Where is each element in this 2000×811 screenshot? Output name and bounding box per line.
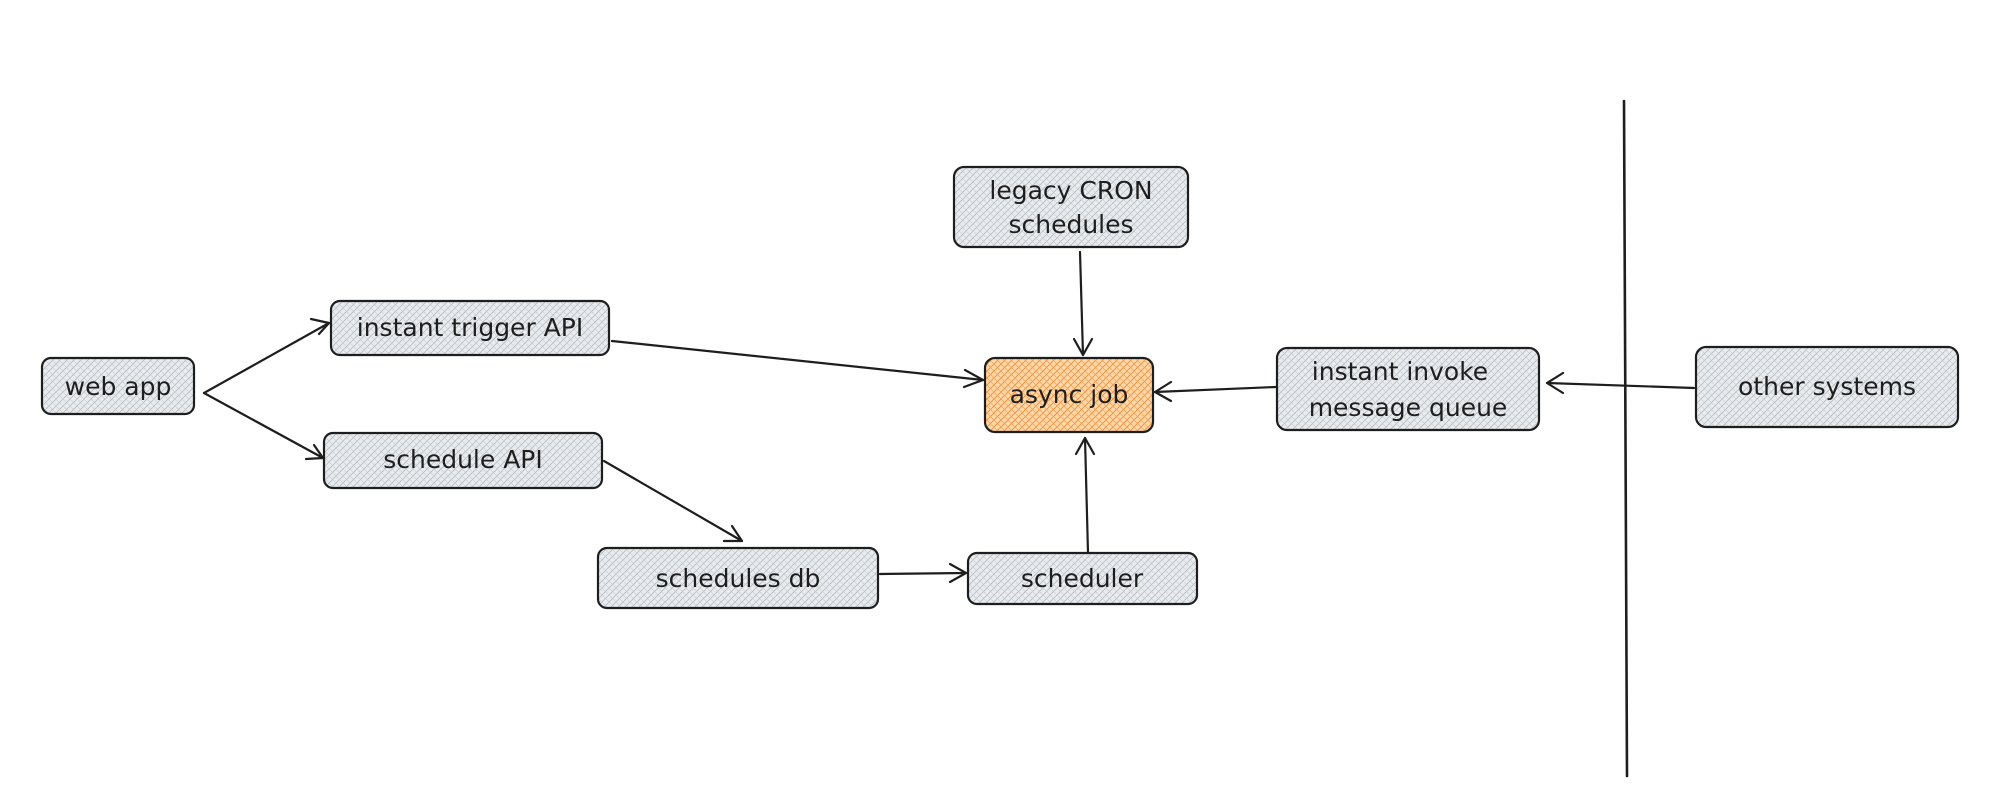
node-legacy-cron-schedules[interactable]: legacy CRON schedules (952, 165, 1190, 249)
edge-instant-invoke-queue-to-async-job (1153, 380, 1278, 403)
edge-schedule-api-to-schedules-db (602, 459, 744, 543)
node-scheduler-label: scheduler (1021, 564, 1144, 593)
edge-scheduler-to-async-job (1074, 436, 1096, 555)
node-async-job-label: async job (1010, 380, 1129, 409)
node-web-app[interactable]: web app (40, 356, 196, 416)
node-web-app-label: web app (65, 372, 172, 401)
edges (202, 250, 1696, 584)
node-instant-invoke-label-line1: instant invoke (1312, 357, 1488, 386)
node-async-job[interactable]: async job (983, 356, 1155, 434)
node-schedules-db[interactable]: schedules db (596, 546, 880, 610)
node-schedules-db-label: schedules db (656, 564, 821, 593)
node-scheduler[interactable]: scheduler (966, 551, 1199, 606)
edge-legacy-cron-to-async-job (1072, 250, 1094, 357)
edge-instant-trigger-api-to-async-job (610, 339, 985, 389)
edge-web-app-to-schedule-api (202, 391, 325, 461)
node-instant-invoke-label-line2: message queue (1309, 393, 1508, 422)
node-legacy-cron-label-line2: schedules (1008, 210, 1133, 239)
edge-schedules-db-to-scheduler (878, 562, 968, 584)
node-schedule-api[interactable]: schedule API (322, 431, 604, 490)
node-other-systems[interactable]: other systems (1694, 345, 1960, 429)
edge-web-app-to-instant-trigger-api (202, 317, 331, 395)
node-other-systems-label: other systems (1738, 372, 1916, 401)
node-schedule-api-label: schedule API (383, 445, 543, 474)
node-instant-invoke-message-queue[interactable]: instant invoke message queue (1275, 346, 1541, 432)
node-legacy-cron-label-line1: legacy CRON (989, 176, 1152, 205)
edge-other-systems-to-instant-invoke-queue (1545, 371, 1696, 395)
node-instant-trigger-api[interactable]: instant trigger API (329, 299, 611, 357)
system-boundary-line (1622, 99, 1629, 778)
node-instant-trigger-api-label: instant trigger API (357, 313, 583, 342)
